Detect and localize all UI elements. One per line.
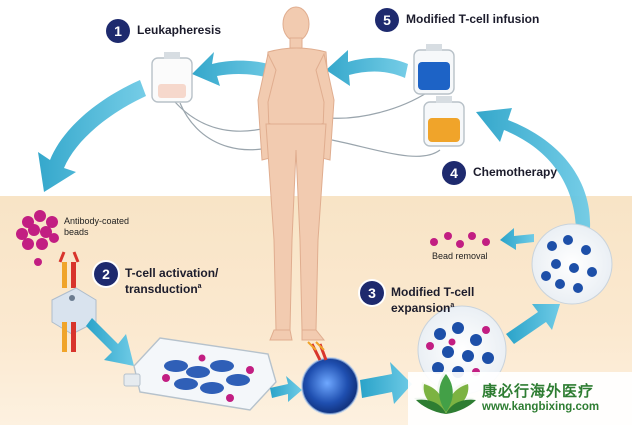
arrow-to-expansion-icon bbox=[360, 362, 412, 404]
arrow-up-to-infusion-icon bbox=[476, 108, 591, 228]
step-1-leukapheresis: 1 Leukapheresis bbox=[106, 19, 221, 43]
leukapheresis-bag-icon bbox=[151, 52, 193, 103]
step-4-chemotherapy: 4 Chemotherapy bbox=[442, 161, 557, 185]
watermark-name: 康必行海外医疗 bbox=[482, 383, 595, 400]
chemotherapy-bag-icon bbox=[423, 96, 465, 147]
step-badge: 4 bbox=[442, 161, 466, 185]
patient-body-icon bbox=[257, 6, 335, 341]
bead-removal-arrow-icon bbox=[500, 228, 534, 250]
step-3-modified-tcell-expansion: 3 Modified T-cell expansiona bbox=[360, 281, 491, 315]
arrow-to-body-icon bbox=[326, 50, 408, 86]
step-label: Modified T-cell infusion bbox=[406, 12, 540, 26]
arrow-to-flask-icon bbox=[86, 318, 134, 366]
bead-removal-dish-icon bbox=[531, 223, 613, 305]
beads-label: Antibody-coated beads bbox=[64, 216, 130, 237]
culture-flask-icon bbox=[123, 337, 277, 411]
step-badge: 1 bbox=[106, 19, 130, 43]
step-badge: 3 bbox=[360, 281, 384, 305]
arrow-to-bead-removal-dish-icon bbox=[506, 304, 560, 344]
step-label: Chemotherapy bbox=[473, 165, 558, 179]
modified-tcell-icon bbox=[301, 341, 359, 415]
bead-cluster-icon bbox=[16, 210, 59, 266]
step-label: Leukapheresis bbox=[137, 23, 222, 37]
arrow-to-tcell-icon bbox=[270, 376, 302, 402]
removed-beads-icon bbox=[430, 232, 490, 248]
bead-removal-label: Bead removal bbox=[432, 251, 488, 261]
antibody-receptor-icon bbox=[51, 251, 97, 352]
step-label: T-cell activation/ transductiona bbox=[125, 266, 219, 296]
infusion-bag-icon bbox=[413, 44, 455, 95]
watermark-url: www.kangbixing.com bbox=[482, 401, 600, 413]
step-label: Modified T-cell expansiona bbox=[391, 285, 475, 315]
step-2-tcell-activation: 2 T-cell activation/ transductiona bbox=[94, 262, 245, 296]
cycle-arrows bbox=[38, 50, 591, 228]
arrow-to-leukapheresis-icon bbox=[192, 52, 285, 86]
step-badge: 5 bbox=[375, 8, 399, 32]
step-5-modified-tcell-infusion: 5 Modified T-cell infusion bbox=[375, 8, 539, 32]
step-badge: 2 bbox=[94, 262, 118, 286]
arrow-to-beads-icon bbox=[38, 80, 146, 192]
